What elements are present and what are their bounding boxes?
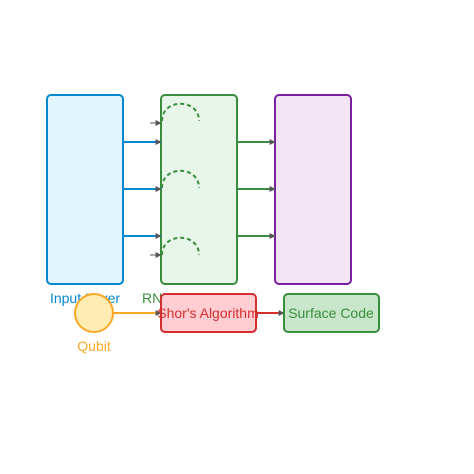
rnn-loop-1 [161, 102, 200, 122]
input-to-rnn-connections [123, 139, 162, 239]
rnn-recurrent-arrowheads [150, 120, 162, 258]
surface-code-box[interactable] [283, 293, 380, 333]
input-layer-box[interactable] [46, 94, 124, 285]
rnn-to-output-connections [237, 139, 276, 239]
rnn-recurrent-loops [161, 102, 200, 256]
qubit-node[interactable] [74, 293, 114, 333]
surface-code-label: Surface Code [288, 305, 374, 321]
rnn-loop-3 [161, 236, 200, 256]
qubit-label: Qubit [77, 338, 111, 354]
output-layer-box[interactable] [274, 94, 352, 285]
rnn-loop-2 [161, 169, 200, 189]
shor-algorithm-box[interactable] [160, 293, 257, 333]
rnn-layer-box[interactable] [160, 94, 238, 285]
shor-algorithm-label: Shor's Algorithm [157, 305, 259, 321]
